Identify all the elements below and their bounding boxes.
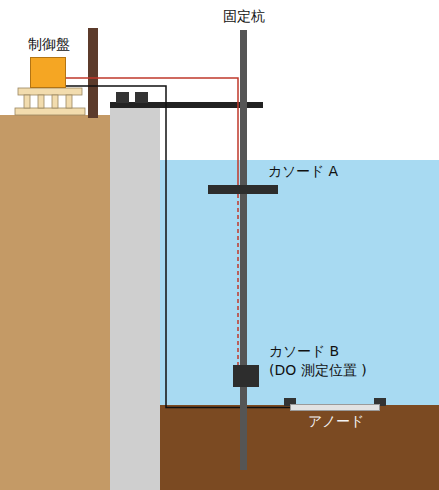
control-panel: 制御盤: [30, 57, 66, 88]
part-label: カソード B: [269, 343, 339, 360]
panel-stand-leg: [52, 95, 58, 108]
water: [160, 160, 439, 405]
anode: アノード: [290, 404, 380, 411]
power-cable: [66, 78, 238, 185]
power-cable: [66, 86, 290, 408]
cathode-b: カソード B(DO 測定位置 ): [233, 365, 259, 387]
sensor-cable: [237, 194, 239, 365]
part-label: 制御盤: [28, 36, 70, 53]
beam-clamp: [135, 92, 148, 103]
part-label: カソード A: [268, 163, 338, 180]
backfill-soil: [0, 115, 110, 490]
part-label: (DO 測定位置 ): [269, 362, 367, 379]
beam-clamp: [116, 92, 129, 103]
fixed-pile: 固定杭: [240, 30, 247, 470]
panel-stand-leg: [24, 95, 30, 108]
mooring-post: [88, 28, 98, 118]
part-label: アノード: [308, 413, 364, 430]
panel-stand-top: [18, 88, 82, 95]
part-label: 固定杭: [223, 8, 265, 25]
panel-stand-leg: [38, 95, 44, 108]
seabed: [160, 405, 439, 490]
cathode-a: カソード A: [208, 185, 278, 194]
panel-stand-base: [15, 108, 85, 115]
quay-wall: [110, 105, 160, 490]
panel-stand-leg: [66, 95, 72, 108]
